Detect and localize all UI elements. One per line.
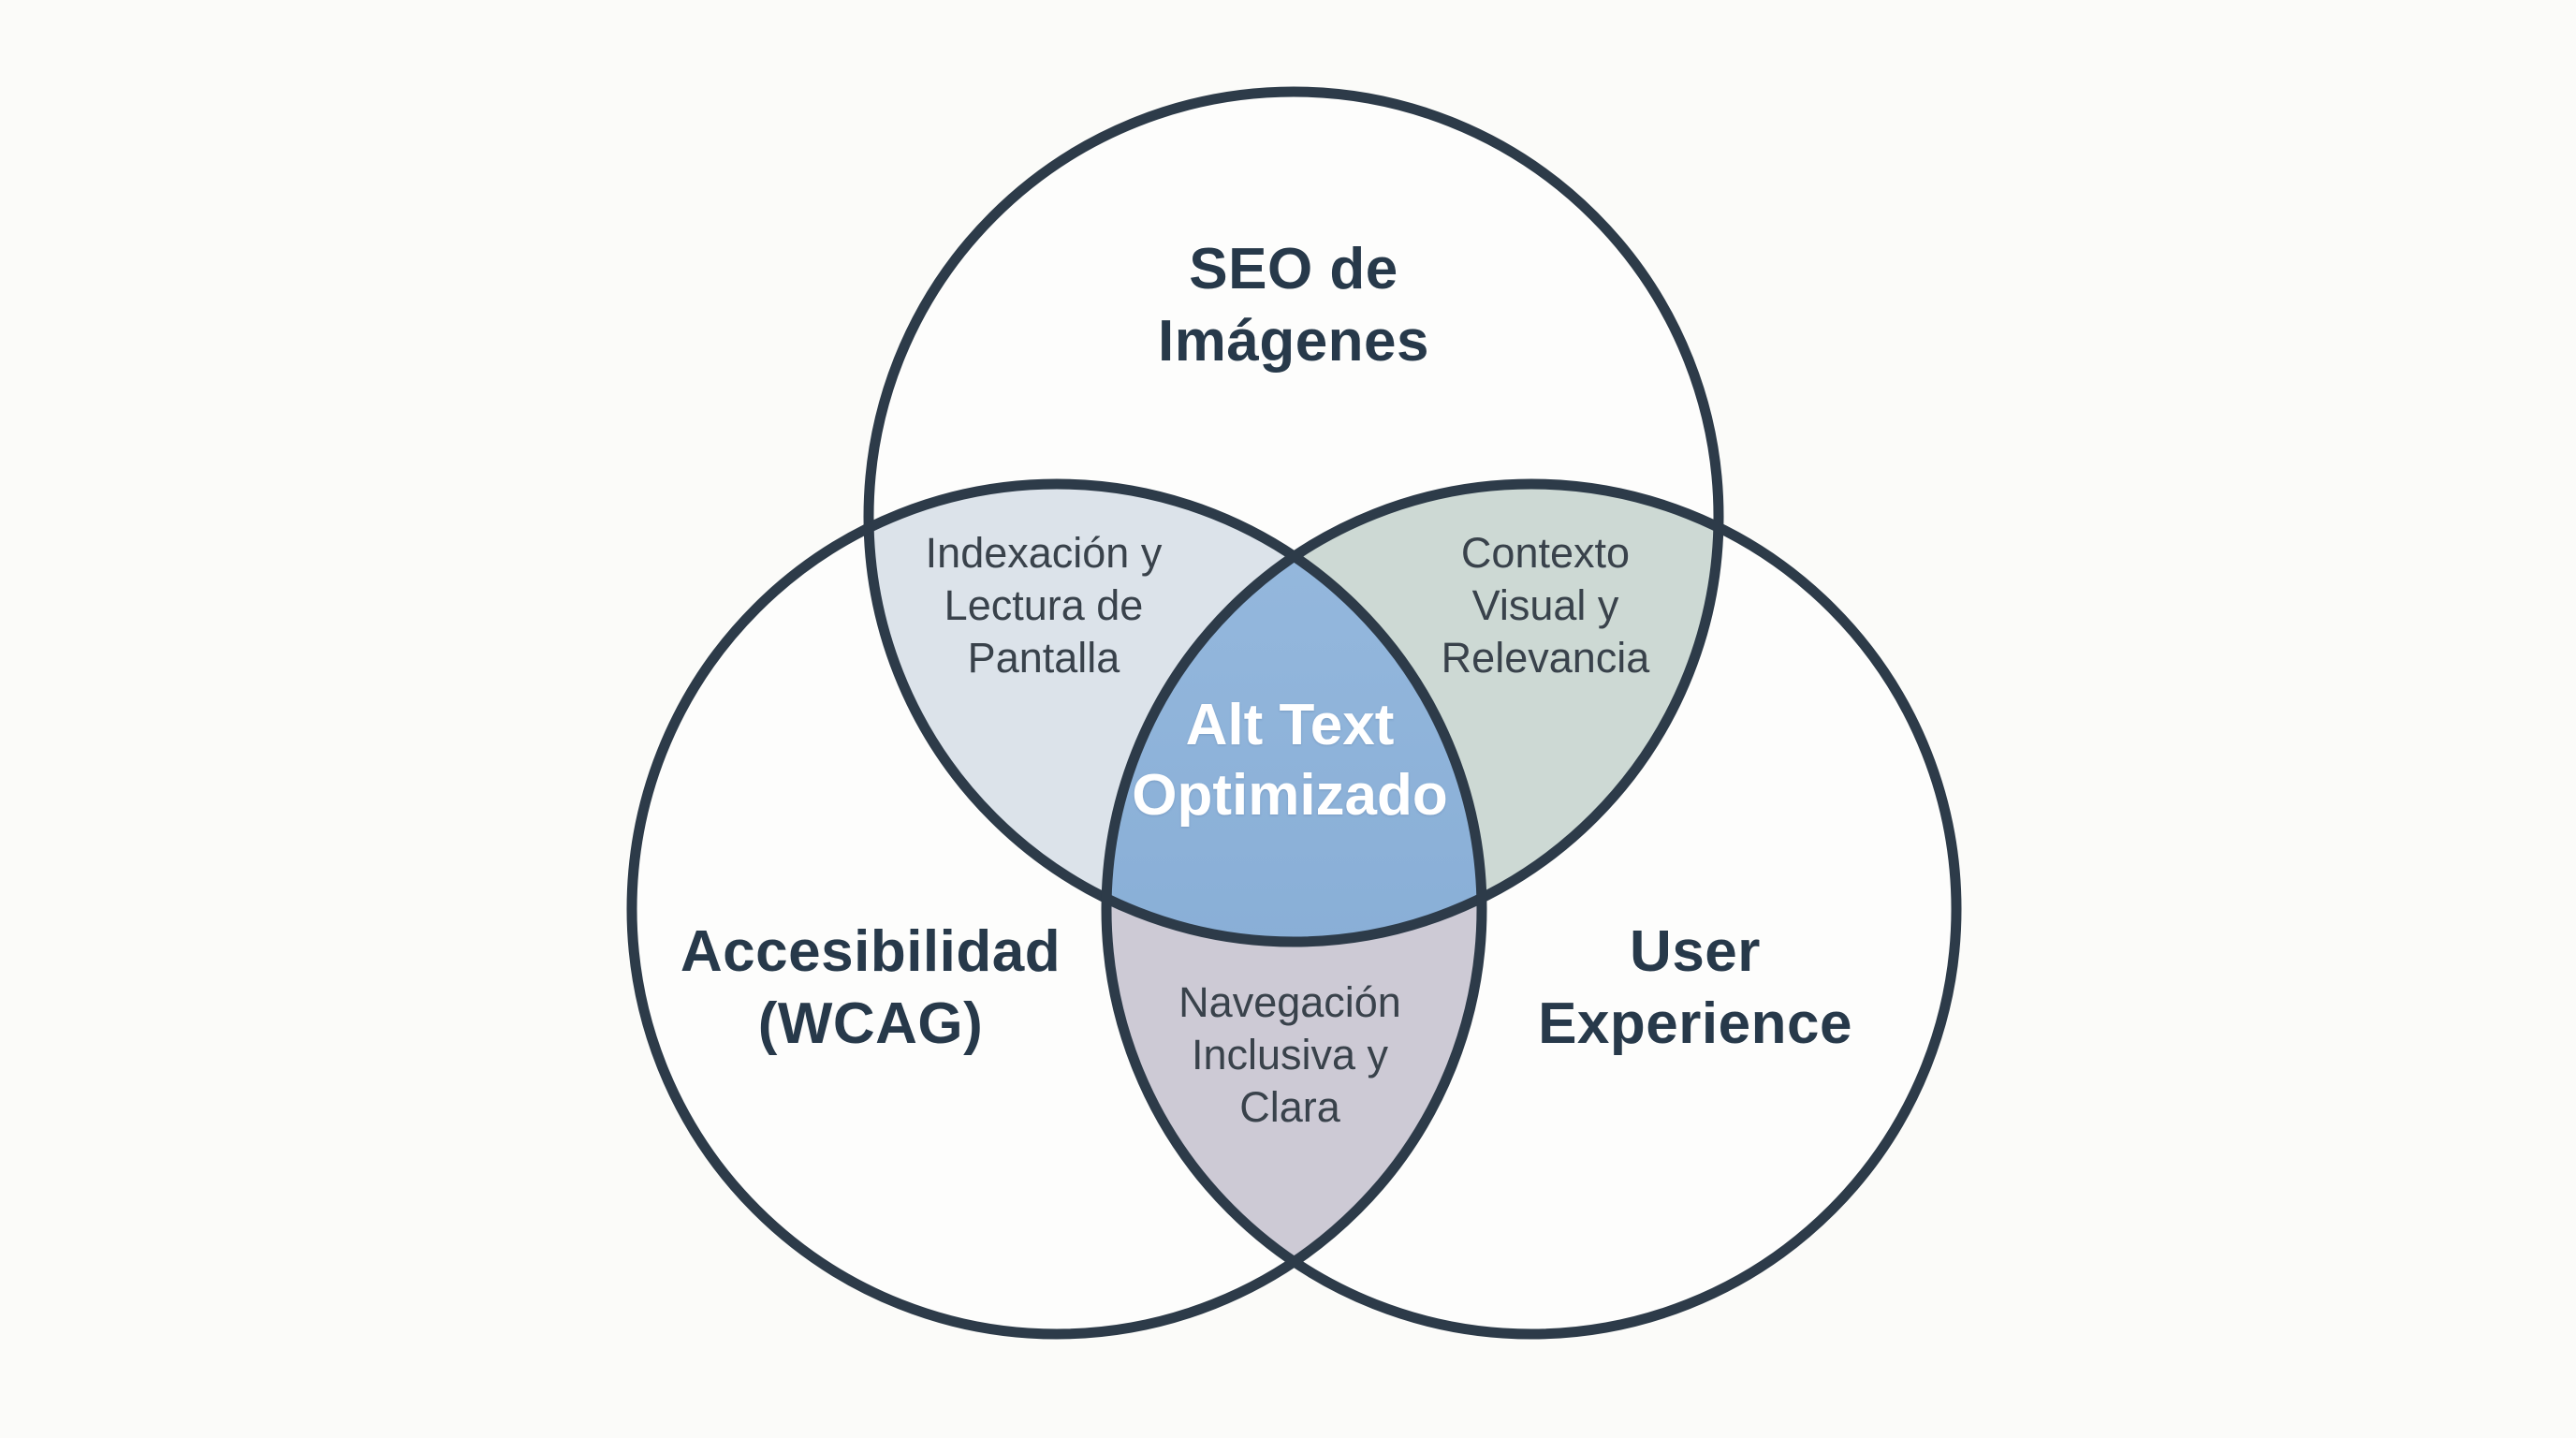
circle-outline-accesibilidad [626, 478, 1487, 1340]
label-alt-text-optimizado: Alt Text Optimizado [1132, 693, 1448, 828]
petal-center-triple [1106, 484, 1482, 942]
label-indexacion-lectura-pantalla: Indexación y Lectura de Pantalla [925, 529, 1163, 682]
label-accesibilidad-wcag: Accesibilidad (WCAG) [680, 919, 1061, 1056]
circle-outline-ux [1101, 478, 1962, 1340]
label-user-experience: User Experience [1538, 919, 1852, 1056]
label-navegacion-inclusiva-clara: Navegación Inclusiva y Clara [1178, 978, 1401, 1131]
label-seo-de-imagenes: SEO de Imágenes [1157, 237, 1430, 374]
circle-outline-seo [863, 86, 1724, 947]
label-contexto-visual-relevancia: Contexto Visual y Relevancia [1441, 529, 1650, 682]
